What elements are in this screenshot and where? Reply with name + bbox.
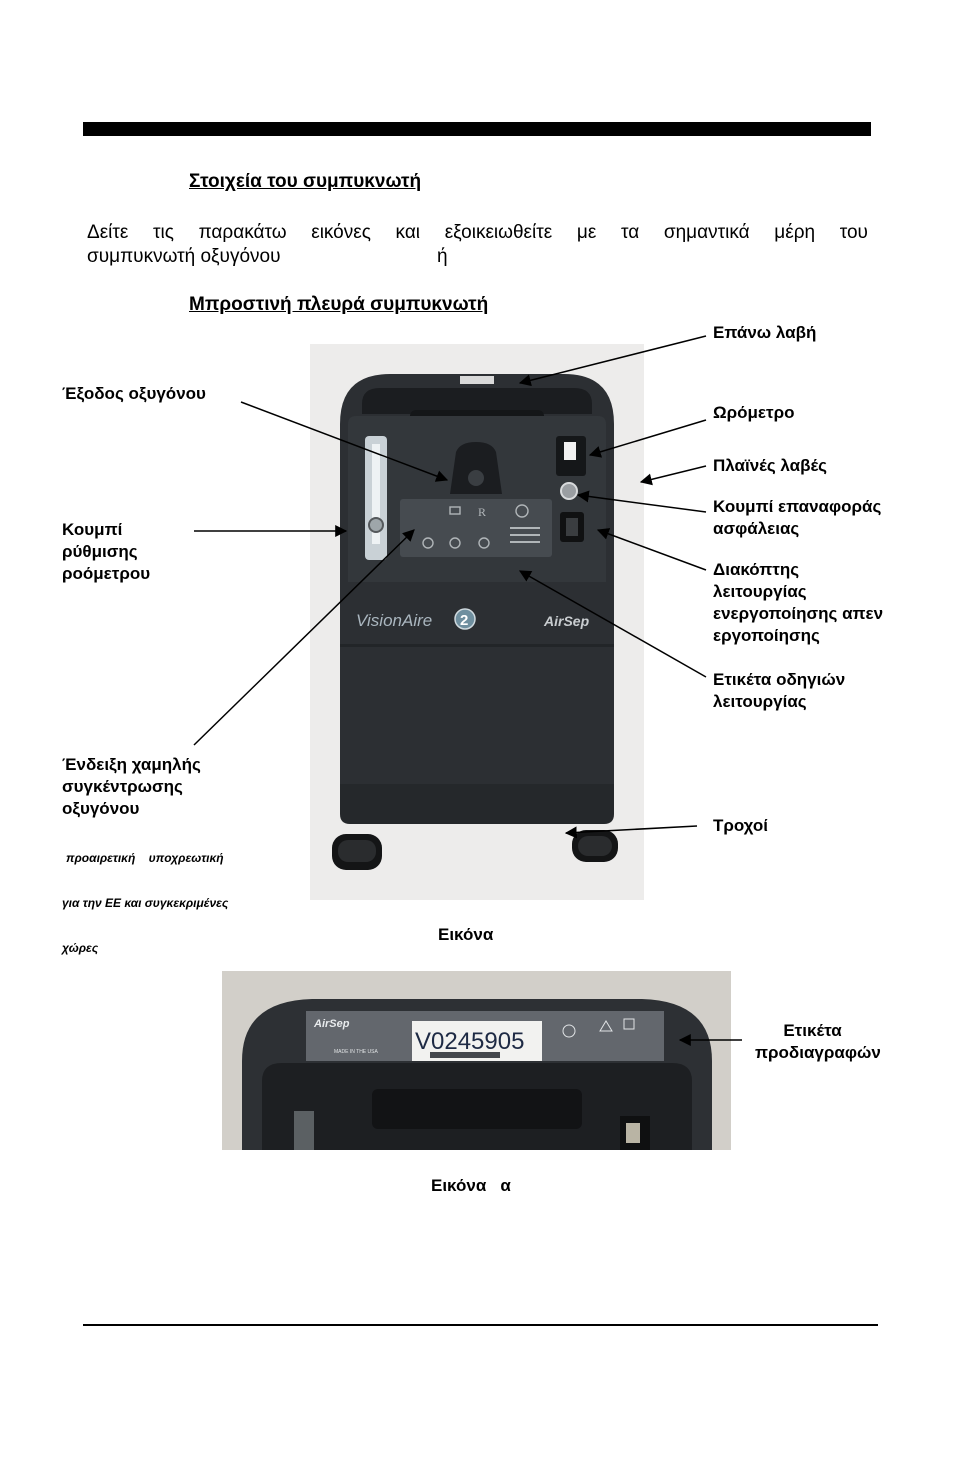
note-line: για την ΕΕ και συγκεκριμένες <box>62 896 229 910</box>
label-side-handles: Πλαϊνές λαβές <box>713 456 827 475</box>
intro-line-2: συμπυκνωτή οξυγόνου ή <box>87 245 868 269</box>
intro-word: παρακάτω <box>198 222 287 243</box>
label-instructions: Ετικέτα οδηγιών λειτουργίας <box>713 669 845 713</box>
maker-logo: AirSep <box>543 613 590 629</box>
label-optional-note: προαιρετική υποχρεωτική για την ΕΕ και σ… <box>62 821 228 971</box>
svg-text:R: R <box>478 505 486 519</box>
intro-paragraph: Δείτε τις παρακάτω εικόνες και εξοικειωθ… <box>87 221 868 269</box>
intro-text: ή <box>437 246 448 267</box>
brand-logo: VisionAire <box>356 611 432 630</box>
label-line: Ετικέτα <box>783 1021 842 1040</box>
label-line: λειτουργίας <box>713 692 807 711</box>
model-badge: 2 <box>460 612 468 629</box>
label-flowmeter-knob: Κουμπί ρύθμισης ροόμετρου <box>62 519 150 585</box>
label-line: Ένδειξη χαμηλής <box>62 755 201 774</box>
made-in-text: MADE IN THE USA <box>334 1049 378 1055</box>
intro-word: και <box>395 222 421 243</box>
label-power-switch: Διακόπτης λειτουργίας ενεργοποίησης απεν… <box>713 559 883 647</box>
serial-number: V0245905 <box>415 1028 524 1055</box>
intro-word: μέρη <box>774 222 816 243</box>
label-top-handle: Επάνω λαβή <box>713 323 817 342</box>
label-line: λειτουργίας <box>713 582 807 601</box>
label-line: ροόμετρου <box>62 564 151 583</box>
figure-2-caption: Εικόνα α <box>431 1176 511 1195</box>
leader-side-handles <box>639 465 707 486</box>
intro-line-1: Δείτε τις παρακάτω εικόνες και εξοικειωθ… <box>87 221 868 245</box>
label-line: ρύθμισης <box>62 542 138 561</box>
figure-1-caption: Εικόνα <box>438 925 494 944</box>
footer-rule <box>83 1324 878 1326</box>
intro-word: εικόνες <box>311 222 371 243</box>
label-line: εργοποίησης <box>713 626 820 645</box>
intro-word: εξοικειωθείτε <box>444 222 553 243</box>
label-hour-meter: Ωρόμετρο <box>713 403 795 422</box>
label-line: ενεργοποίησης απεν <box>713 604 884 623</box>
intro-word: τα <box>620 222 640 243</box>
note-line: προαιρετική υποχρεωτική <box>66 851 224 865</box>
label-line: οξυγόνου <box>62 799 140 818</box>
note-line: χώρες <box>62 941 99 955</box>
intro-word: με <box>576 222 597 243</box>
label-line: Κουμπί <box>62 520 123 539</box>
label-spec: Ετικέτα προδιαγραφών <box>755 1020 881 1064</box>
intro-word: Δείτε <box>87 222 129 243</box>
intro-word: τις <box>153 222 174 243</box>
header-bar <box>83 122 871 136</box>
label-line: ασφάλειας <box>713 519 800 538</box>
label-wheels: Τροχοί <box>713 816 768 835</box>
intro-word: σημαντικά <box>663 222 750 243</box>
label-oxygen-outlet: Έξοδος οξυγόνου <box>62 384 206 403</box>
label-line: προδιαγραφών <box>755 1043 881 1062</box>
intro-text: συμπυκνωτή οξυγόνου <box>87 246 281 267</box>
label-low-o2: Ένδειξη χαμηλής συγκέντρωσης οξυγόνου <box>62 754 201 820</box>
spec-label-photo: V0245905 AirSep MADE IN THE USA <box>222 971 731 1150</box>
label-line: συγκέντρωσης <box>62 777 183 796</box>
label-line: Κουμπί επαναφοράς <box>713 497 882 516</box>
maker-logo-label: AirSep <box>313 1018 350 1030</box>
section-title: Στοιχεία του συμπυκνωτή <box>189 171 422 192</box>
label-line: Διακόπτης <box>713 560 800 579</box>
concentrator-front-photo: R VisionAire 2 AirSep <box>310 344 644 900</box>
front-heading: Μπροστινή πλευρά συμπυκνωτή <box>189 294 489 315</box>
label-reset-button: Κουμπί επαναφοράς ασφάλειας <box>713 496 881 540</box>
intro-word: του <box>839 222 868 243</box>
label-line: Ετικέτα οδηγιών <box>713 670 846 689</box>
